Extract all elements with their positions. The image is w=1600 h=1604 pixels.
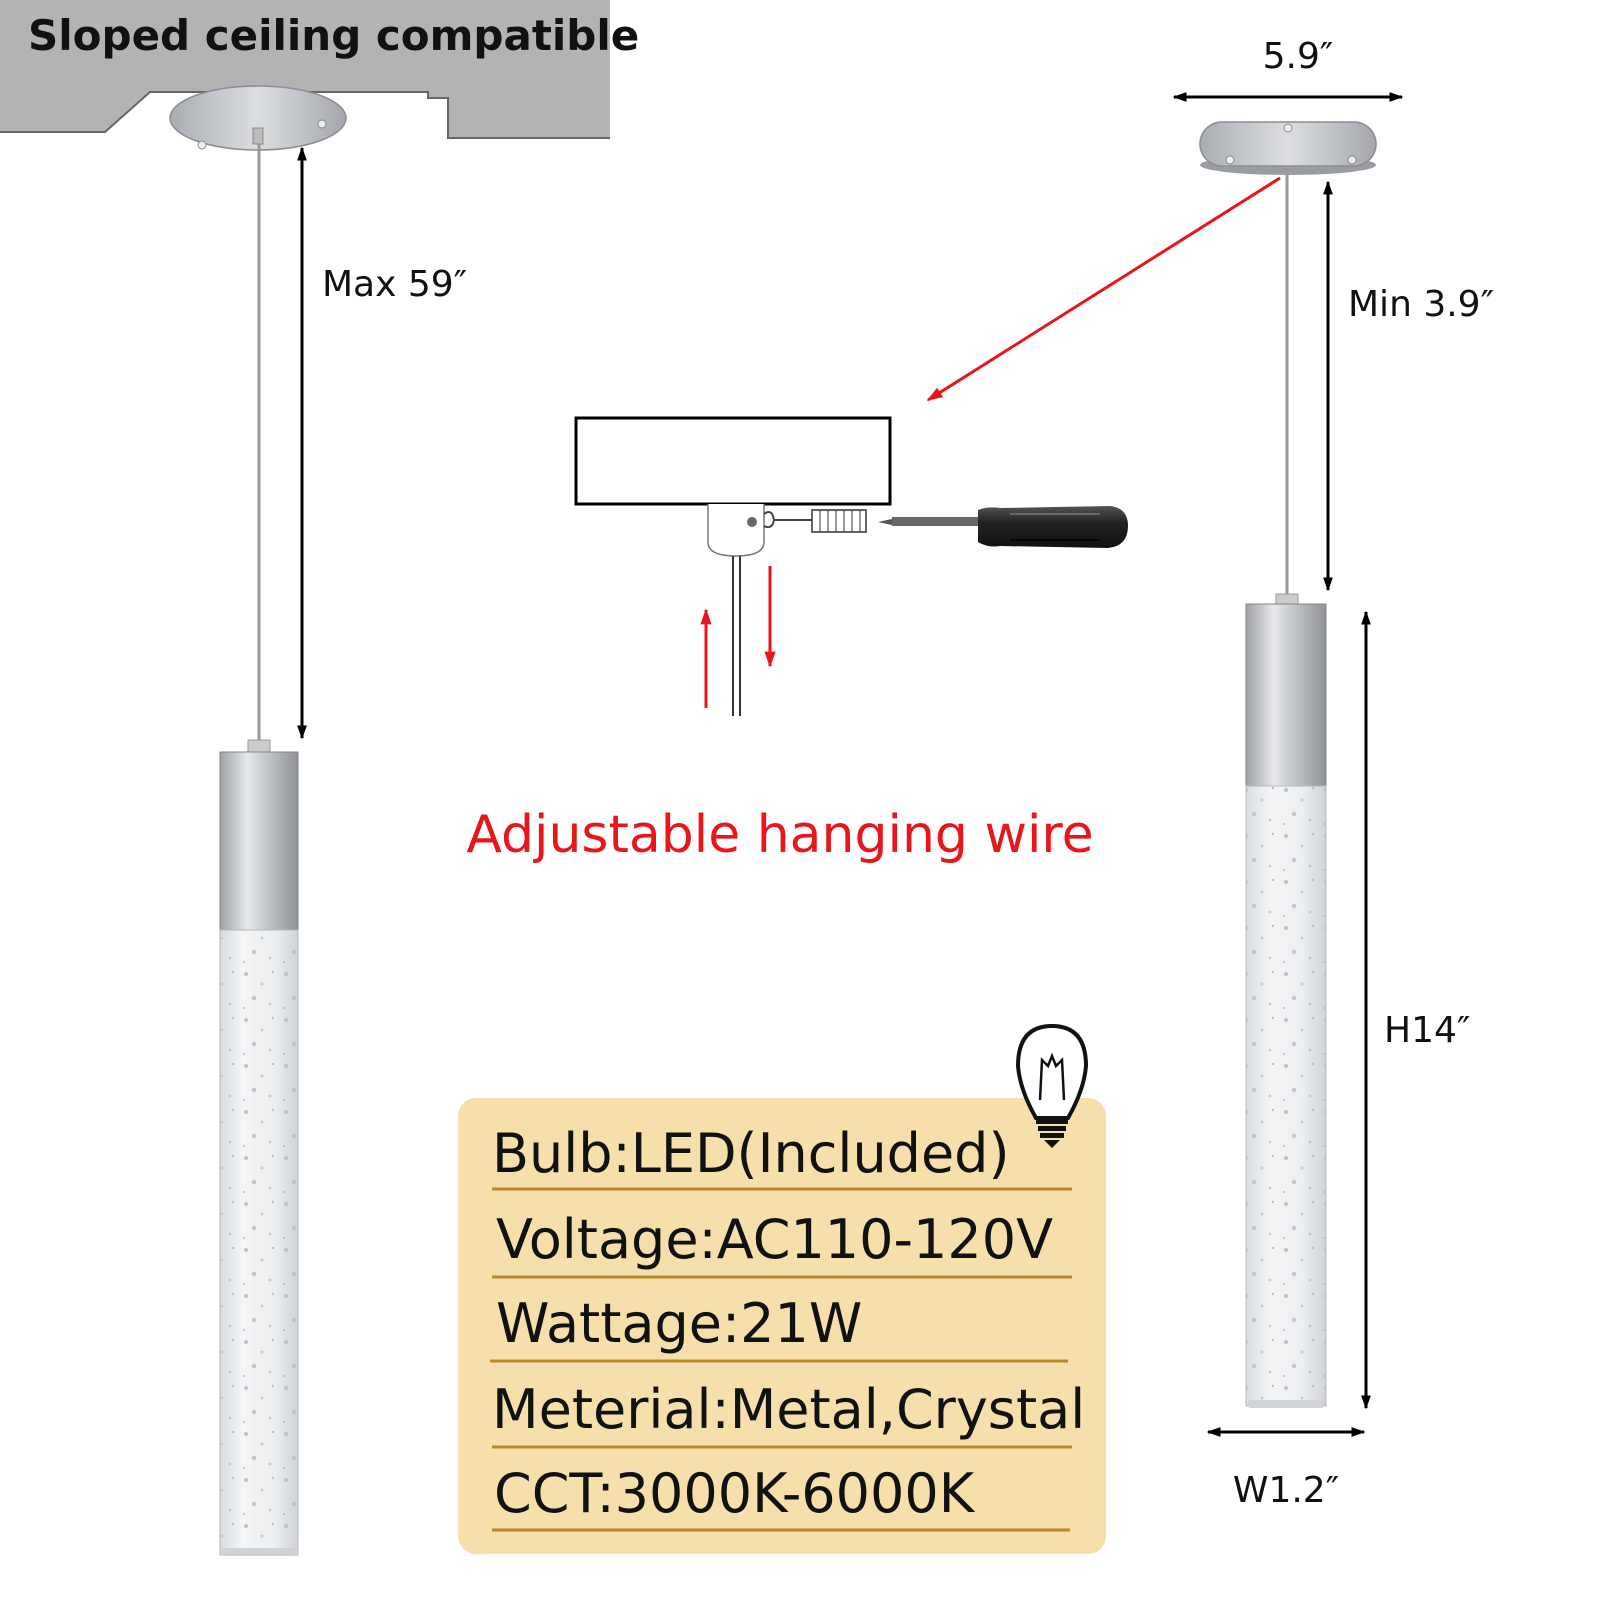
spec-material: Meterial:Metal,Crystal (492, 1378, 1085, 1441)
max-wire-dimension: Max 59″ (297, 146, 467, 740)
light-bulb-icon (1015, 1023, 1089, 1148)
detail-canopy-box (574, 416, 892, 506)
width-dimension: W1.2″ (1206, 1427, 1366, 1511)
spec-panel-bg (458, 1098, 1106, 1554)
min-wire-label: Min 3.9″ (1348, 284, 1494, 325)
right-metal-sleeve (1245, 603, 1327, 787)
height-label: H14″ (1384, 1010, 1470, 1051)
spec-panel: Bulb:LED(Included) Voltage:AC110-120V Wa… (458, 1098, 1106, 1554)
min-wire-dimension: Min 3.9″ (1323, 180, 1494, 592)
right-canopy (1199, 121, 1377, 167)
detail-pointer-arrow (926, 176, 1281, 402)
spec-cct: CCT:3000K-6000K (494, 1462, 976, 1525)
spec-wattage: Wattage:21W (496, 1292, 862, 1355)
adjustable-wire-callout: Adjustable hanging wire (466, 805, 1093, 865)
screwdriver-icon (878, 506, 1128, 548)
width-label: W1.2″ (1233, 1470, 1339, 1511)
spec-voltage: Voltage:AC110-120V (496, 1208, 1053, 1271)
height-dimension: H14″ (1361, 610, 1470, 1410)
left-metal-sleeve (219, 751, 299, 931)
max-wire-label: Max 59″ (322, 264, 467, 305)
sloped-ceiling: Sloped ceiling compatible (0, 0, 639, 139)
canopy-width-dimension: 5.9″ (1172, 36, 1404, 102)
canopy-width-label: 5.9″ (1263, 36, 1334, 77)
left-pendant (169, 85, 347, 1556)
spec-bulb: Bulb:LED(Included) (492, 1122, 1010, 1185)
wire-adjust-detail (574, 416, 1128, 716)
set-screw (811, 509, 867, 533)
right-pendant (1199, 121, 1377, 1408)
banner-text: Sloped ceiling compatible (28, 11, 639, 60)
